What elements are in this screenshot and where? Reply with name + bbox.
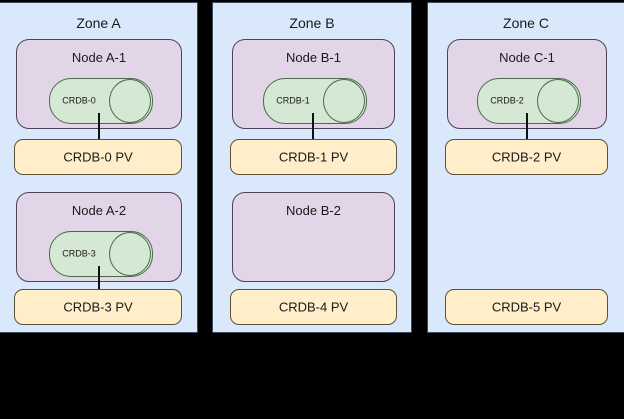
database-crdb-3[interactable]: CRDB-3 (49, 231, 153, 277)
zone-title-c: Zone C (503, 15, 549, 31)
zone-panel-b[interactable]: Zone B Node B-1 CRDB-1 CRDB-1 PV Node B-… (212, 2, 412, 333)
zone-title-a: Zone A (76, 15, 121, 31)
pv-crdb-0[interactable]: CRDB-0 PV (14, 139, 182, 175)
cylinder-cap (537, 79, 579, 123)
pv-crdb-1[interactable]: CRDB-1 PV (230, 139, 397, 175)
node-c-1-label: Node C-1 (499, 50, 555, 65)
database-crdb-0-label: CRDB-0 (62, 95, 96, 106)
pv-crdb-5-label: CRDB-5 PV (491, 299, 562, 315)
node-b-2-label: Node B-2 (286, 203, 341, 218)
pv-crdb-2[interactable]: CRDB-2 PV (445, 139, 608, 175)
zone-panel-a[interactable]: Zone A Node A-1 CRDB-0 CRDB-0 PV Node A-… (0, 2, 198, 333)
zone-panel-c[interactable]: Zone C Node C-1 CRDB-2 CRDB-2 PV CRDB-5 … (427, 2, 624, 333)
pv-crdb-0-label: CRDB-0 PV (63, 149, 133, 165)
node-a-2-label: Node A-2 (71, 203, 127, 218)
database-crdb-1[interactable]: CRDB-1 (263, 78, 367, 124)
pv-crdb-3[interactable]: CRDB-3 PV (14, 289, 182, 325)
pv-crdb-3-label: CRDB-3 PV (63, 299, 133, 315)
connector-crdb-0-to-pv (98, 113, 100, 140)
cylinder-cap (109, 79, 151, 123)
database-crdb-2[interactable]: CRDB-2 (477, 78, 581, 124)
node-b-2[interactable]: Node B-2 (232, 192, 395, 282)
connector-crdb-2-to-pv (526, 113, 528, 140)
pv-crdb-2-label: CRDB-2 PV (491, 149, 562, 165)
pv-crdb-5[interactable]: CRDB-5 PV (445, 289, 608, 325)
node-b-1[interactable]: Node B-1 CRDB-1 (232, 39, 395, 129)
database-crdb-3-label: CRDB-3 (62, 248, 96, 259)
database-crdb-1-label: CRDB-1 (276, 95, 310, 106)
connector-crdb-3-to-pv (98, 266, 100, 290)
zone-title-b: Zone B (289, 15, 335, 31)
cylinder-cap (109, 232, 151, 276)
database-crdb-2-label: CRDB-2 (490, 95, 524, 106)
pv-crdb-1-label: CRDB-1 PV (278, 149, 349, 165)
pv-crdb-4-label: CRDB-4 PV (278, 299, 349, 315)
pv-crdb-4[interactable]: CRDB-4 PV (230, 289, 397, 325)
cylinder-cap (323, 79, 365, 123)
node-a-2[interactable]: Node A-2 CRDB-3 (16, 192, 182, 282)
connector-crdb-1-to-pv (312, 113, 314, 140)
node-a-1-label: Node A-1 (71, 50, 127, 65)
database-crdb-0[interactable]: CRDB-0 (49, 78, 153, 124)
node-b-1-label: Node B-1 (286, 50, 341, 65)
